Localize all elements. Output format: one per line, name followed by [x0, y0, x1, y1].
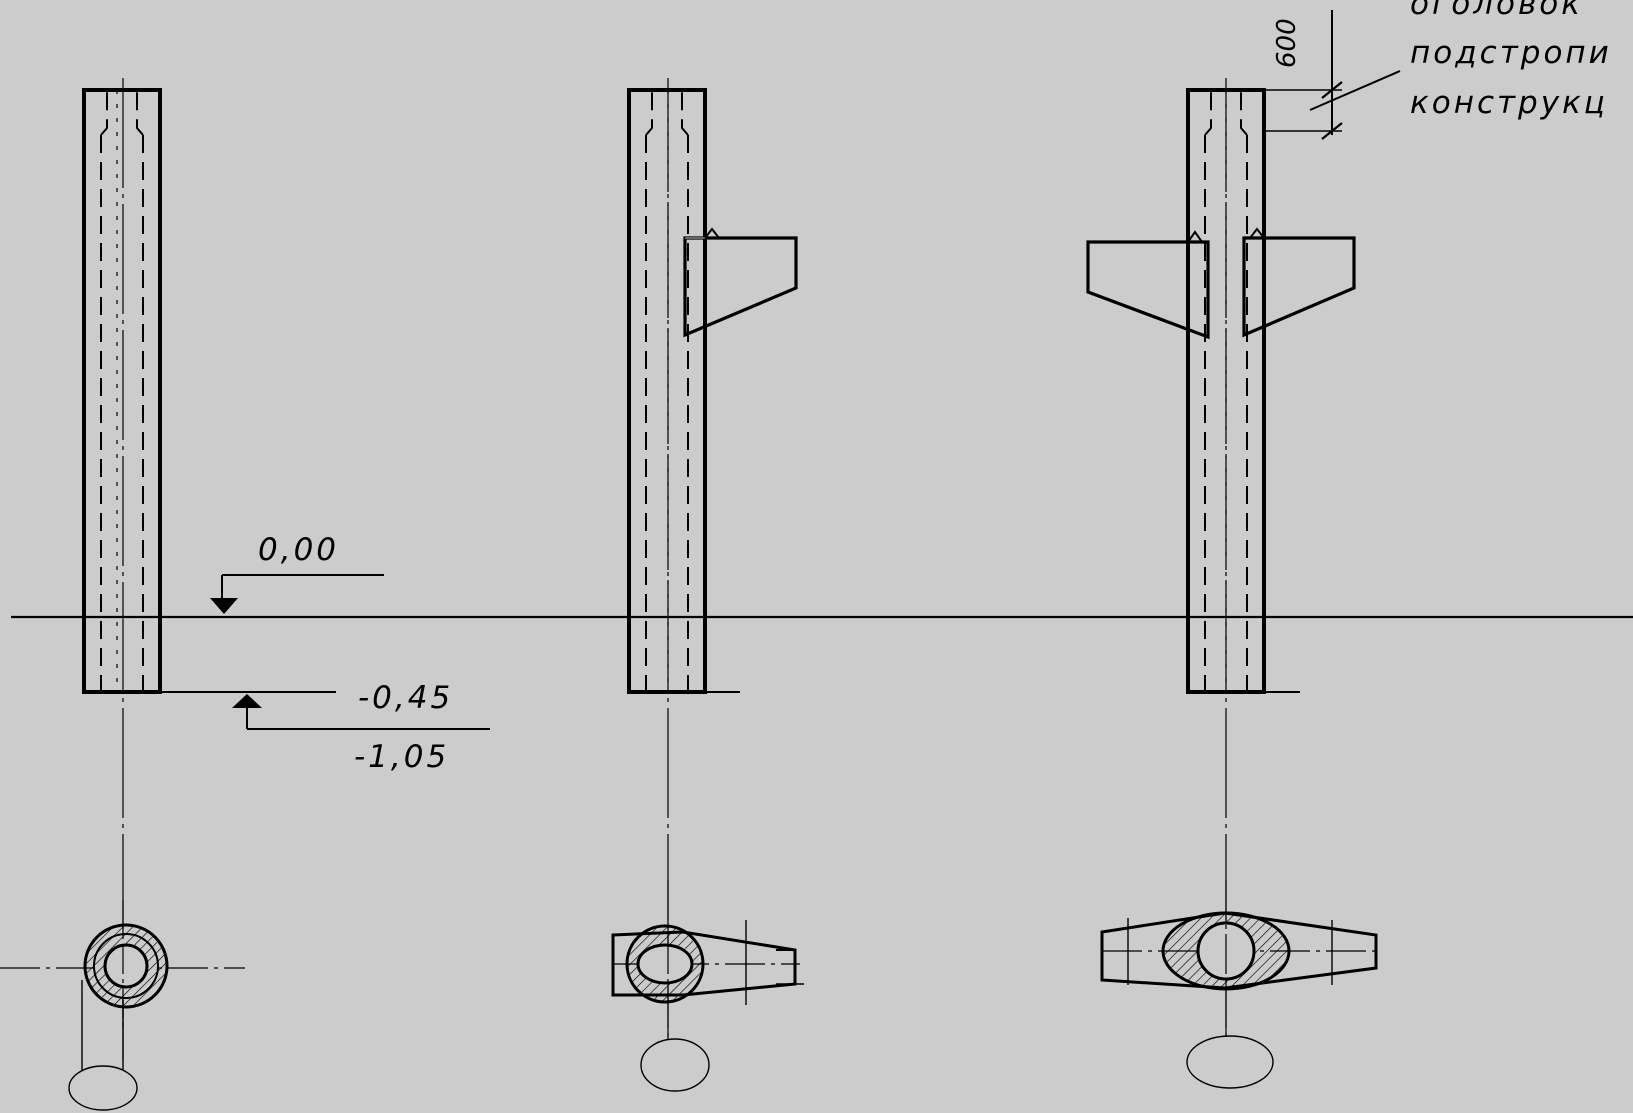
- plan-3: [1100, 880, 1378, 1089]
- leader-annotation: оголовок подстропи конструкц: [1309, 0, 1612, 121]
- leader-line: [1309, 70, 1401, 111]
- elevation-label-ground: 0,00: [258, 532, 339, 568]
- plan-1-pile: [68, 1065, 138, 1111]
- elevation-mark-ground: 0,00: [210, 532, 384, 614]
- column-3-bracket-right: [1242, 236, 1356, 338]
- plan-2-inner-hole: [636, 943, 694, 985]
- plan-1: [0, 900, 245, 1111]
- annotation-line-3: конструкц: [1410, 85, 1608, 121]
- dimension-value: 600: [1272, 18, 1302, 68]
- plan-3-pile: [1186, 1035, 1274, 1089]
- elevation-mark-base: -0,45 -1,05: [232, 680, 490, 775]
- column-3-bracket-left: [1086, 240, 1210, 340]
- plan-2: [611, 880, 804, 1092]
- column-1: [82, 78, 336, 1060]
- column-3-reinforcement: [1204, 90, 1248, 692]
- column-3-body: [1186, 88, 1266, 694]
- column-1-reinforcement: [100, 90, 144, 692]
- column-2-reinforcement: [645, 90, 689, 692]
- column-1-body: [82, 88, 162, 694]
- dimension-600: 600: [1264, 10, 1343, 140]
- elevation-label-base: -0,45: [358, 680, 453, 716]
- annotation-line-2: подстропи: [1410, 35, 1612, 71]
- column-2-bracket: [683, 236, 798, 338]
- column-2-body: [627, 88, 707, 694]
- column-2: [627, 78, 798, 1040]
- elevation-label-foundation: -1,05: [354, 739, 449, 775]
- column-3: [1086, 78, 1356, 1035]
- plan-2-pile: [640, 1038, 710, 1092]
- annotation-line-1: оголовок: [1410, 0, 1583, 22]
- plan-1-inner-hole: [103, 943, 149, 989]
